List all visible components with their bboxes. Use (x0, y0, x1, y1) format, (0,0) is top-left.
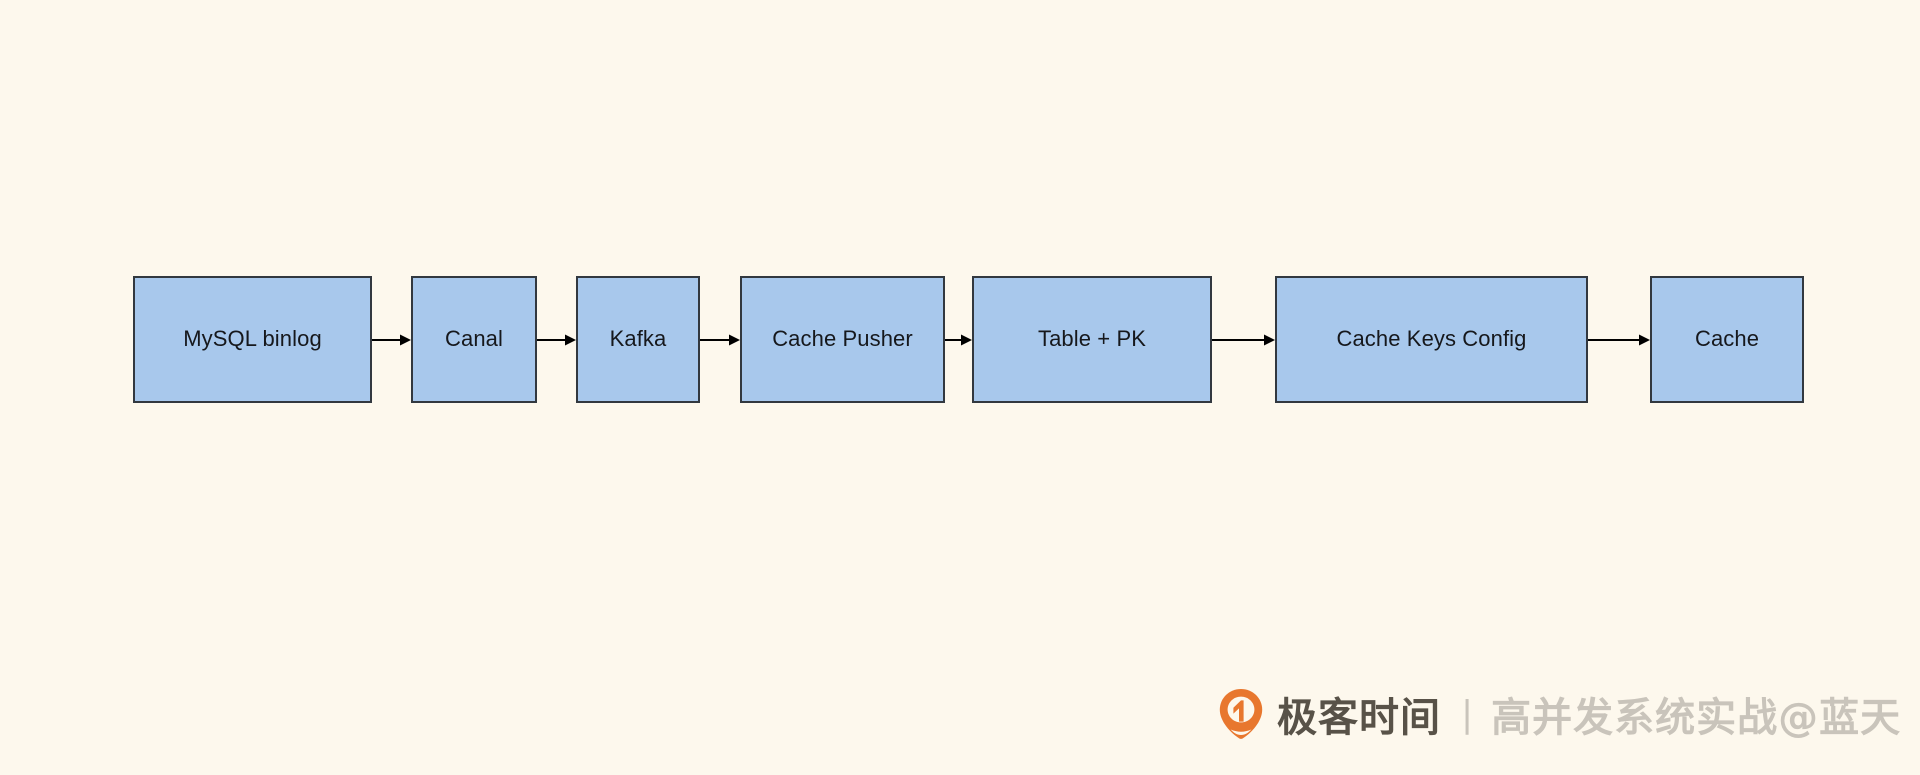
flow-pipeline: MySQL binlog Canal Kafka Cache Pusher Ta… (0, 276, 1920, 403)
node-label: Cache Pusher (772, 326, 913, 352)
node-kafka[interactable]: Kafka (576, 276, 700, 403)
node-table-pk[interactable]: Table + PK (972, 276, 1212, 403)
watermark: 极客时间 | 高并发系统实战@蓝天 (1218, 678, 1901, 750)
node-canal[interactable]: Canal (411, 276, 537, 403)
arrow-right-icon (1588, 332, 1650, 348)
node-label: Table + PK (1037, 326, 1146, 352)
arrow-right-icon (537, 332, 576, 348)
node-label: Canal (445, 326, 503, 352)
arrow-right-icon (372, 332, 411, 348)
node-label: Kafka (609, 326, 667, 352)
arrow-right-icon (945, 332, 972, 348)
node-label: Cache Keys Config (1336, 326, 1527, 352)
arrow-right-icon (1212, 332, 1275, 348)
node-mysql-binlog[interactable]: MySQL binlog (133, 276, 372, 403)
node-cache-keys-config[interactable]: Cache Keys Config (1275, 276, 1588, 403)
arrow-right-icon (700, 332, 740, 348)
node-cache[interactable]: Cache (1650, 276, 1804, 403)
node-label: Cache (1694, 326, 1760, 352)
geektime-pin-logo-icon (1218, 688, 1264, 740)
watermark-divider: | (1461, 693, 1474, 735)
node-label: MySQL binlog (183, 326, 322, 352)
node-cache-pusher[interactable]: Cache Pusher (740, 276, 945, 403)
watermark-subtitle: 高并发系统实战@蓝天 (1491, 695, 1902, 741)
watermark-brand: 极客时间 (1277, 695, 1441, 741)
